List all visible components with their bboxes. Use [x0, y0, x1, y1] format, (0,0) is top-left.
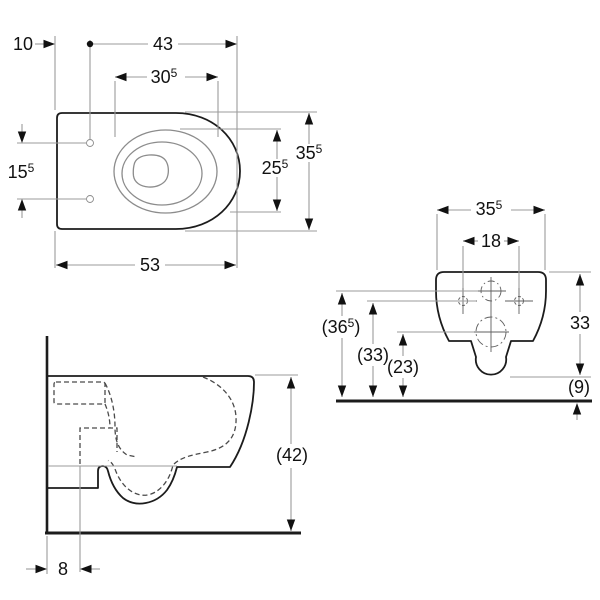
- dim-label-side-outlet-offset: 8: [58, 559, 68, 579]
- dim-label-rear-floor-clearance: (9): [568, 377, 590, 397]
- dim-label-top-bowl-depth: 255: [262, 157, 289, 178]
- dim-label-top-overall-depth: 53: [140, 255, 160, 275]
- outlet-socket-hidden: [79, 427, 118, 464]
- side-view-hidden-lines: [53, 376, 237, 496]
- flush-channel-wall-hidden: [104, 403, 111, 429]
- seat-outer-ring: [113, 129, 218, 214]
- dim-label-rear-fixing-height: (33): [357, 345, 389, 365]
- dimension-labels: 10 43 305 155 255 355 53 (42) 8 355 18 (…: [8, 34, 590, 579]
- dimension-arrowheads: [17, 39, 585, 574]
- bowl-opening: [121, 141, 203, 206]
- seat-fixing-hole-bottom: [86, 195, 94, 203]
- chained-dimension-dot: [86, 40, 94, 48]
- dim-label-top-back-offset: 10: [13, 34, 33, 54]
- side-view-body-outline: [46, 375, 255, 505]
- top-view-soft-lines: [86, 129, 218, 214]
- flush-inlet-channel-hidden: [53, 381, 106, 405]
- dim-label-top-seat-width: 305: [151, 66, 178, 87]
- dim-rear-extensions: [336, 214, 591, 420]
- dim-top-extensions: [54, 36, 317, 268]
- dim-label-top-overall-width: 355: [296, 142, 323, 163]
- dim-label-rear-body-height: 33: [570, 313, 590, 333]
- water-surface: [132, 154, 170, 188]
- top-view: [56, 112, 241, 230]
- dim-side-extensions: [46, 374, 298, 574]
- dim-label-side-overall-height: (42): [276, 445, 308, 465]
- dim-label-rear-fixing-spacing: 18: [481, 231, 501, 251]
- dim-label-top-seat-hole-spacing: 155: [8, 161, 35, 182]
- dim-label-rear-inlet-height: (365): [322, 316, 361, 337]
- dim-label-top-holes-to-front: 43: [153, 34, 173, 54]
- bowl-profile-hidden: [107, 376, 237, 496]
- dim-label-rear-overall-width: 355: [476, 198, 503, 219]
- side-view: [45, 336, 301, 535]
- dim-label-rear-outlet-height: (23): [387, 357, 419, 377]
- top-view-body-outline: [56, 112, 241, 230]
